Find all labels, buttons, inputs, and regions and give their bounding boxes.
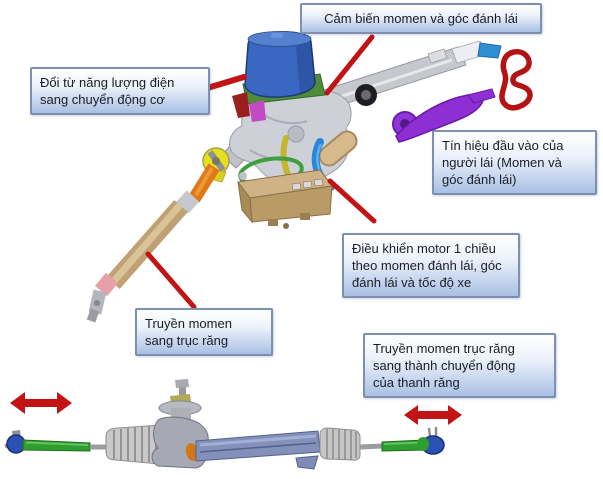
- left-double-arrow: [10, 392, 72, 414]
- callout-rack-motion: Truyền momen trục răng sang thành chuyển…: [363, 333, 556, 398]
- callout-text-line: Truyền momen: [145, 316, 232, 331]
- electric-motor: [232, 31, 326, 122]
- rack-travel-arrows: [10, 392, 462, 425]
- callout-line-ecu: [327, 178, 377, 224]
- callout-column-torque: Truyền momen sang trục răng: [135, 308, 273, 356]
- tan-cylinder: [320, 132, 356, 165]
- callout-line-column: [145, 251, 197, 310]
- callout-text-line: sang chuyển động cơ: [40, 92, 165, 107]
- callout-driver-input: Tín hiệu đầu vào của người lái (Momen và…: [432, 130, 597, 195]
- callout-text-line: theo momen đánh lái, góc: [352, 258, 502, 273]
- right-bellows-boot: [319, 427, 361, 461]
- callout-text-line: Truyền momen trục răng: [373, 341, 515, 356]
- callout-text-line: Đổi từ năng lượng điện: [40, 75, 175, 90]
- callout-line-motor: [201, 74, 247, 92]
- red-annotations: [145, 34, 533, 310]
- column-blue-tip: [477, 42, 502, 59]
- callout-ecu-control: Điều khiển motor 1 chiều theo momen đánh…: [342, 233, 520, 298]
- callout-text-line: Tín hiệu đầu vào của: [442, 138, 564, 153]
- callout-text-line: của thanh răng: [373, 375, 460, 390]
- left-tie-rod-end: [4, 430, 91, 454]
- steering-column-assembly: [86, 31, 502, 323]
- hand-drawn-squiggle: [499, 48, 533, 111]
- red-bracket: [232, 92, 250, 118]
- callout-text-line: người lái (Momen và: [442, 155, 562, 170]
- bearing-ring: [355, 84, 377, 106]
- ecu-box: [237, 169, 333, 229]
- right-double-arrow: [404, 405, 462, 425]
- callout-text-line: đánh lái và tốc độ xe: [352, 275, 472, 290]
- callout-text-line: Điều khiển motor 1 chiều: [352, 241, 496, 256]
- callout-line-sensor: [324, 34, 375, 96]
- pinion-housing: [151, 379, 209, 469]
- rack-tube: [195, 430, 321, 470]
- callout-motor: Đổi từ năng lượng điện sang chuyển động …: [30, 67, 210, 115]
- tilt-lever: [392, 88, 496, 143]
- callout-text-line: sang thành chuyển động: [373, 358, 516, 373]
- right-tie-rod-end: [381, 427, 445, 455]
- intermediate-shaft: [86, 163, 220, 323]
- mount-bracket: [295, 455, 319, 470]
- magenta-bracket: [249, 100, 266, 122]
- callout-sensor: Cảm biến momen và góc đánh lái: [300, 3, 542, 34]
- callout-text-line: sang trục răng: [145, 333, 229, 348]
- callout-text-line: góc đánh lái): [442, 172, 517, 187]
- steering-rack-assembly: [4, 379, 445, 470]
- callout-text-line: Cảm biến momen và góc đánh lái: [324, 11, 518, 26]
- pink-coupler: [94, 272, 119, 297]
